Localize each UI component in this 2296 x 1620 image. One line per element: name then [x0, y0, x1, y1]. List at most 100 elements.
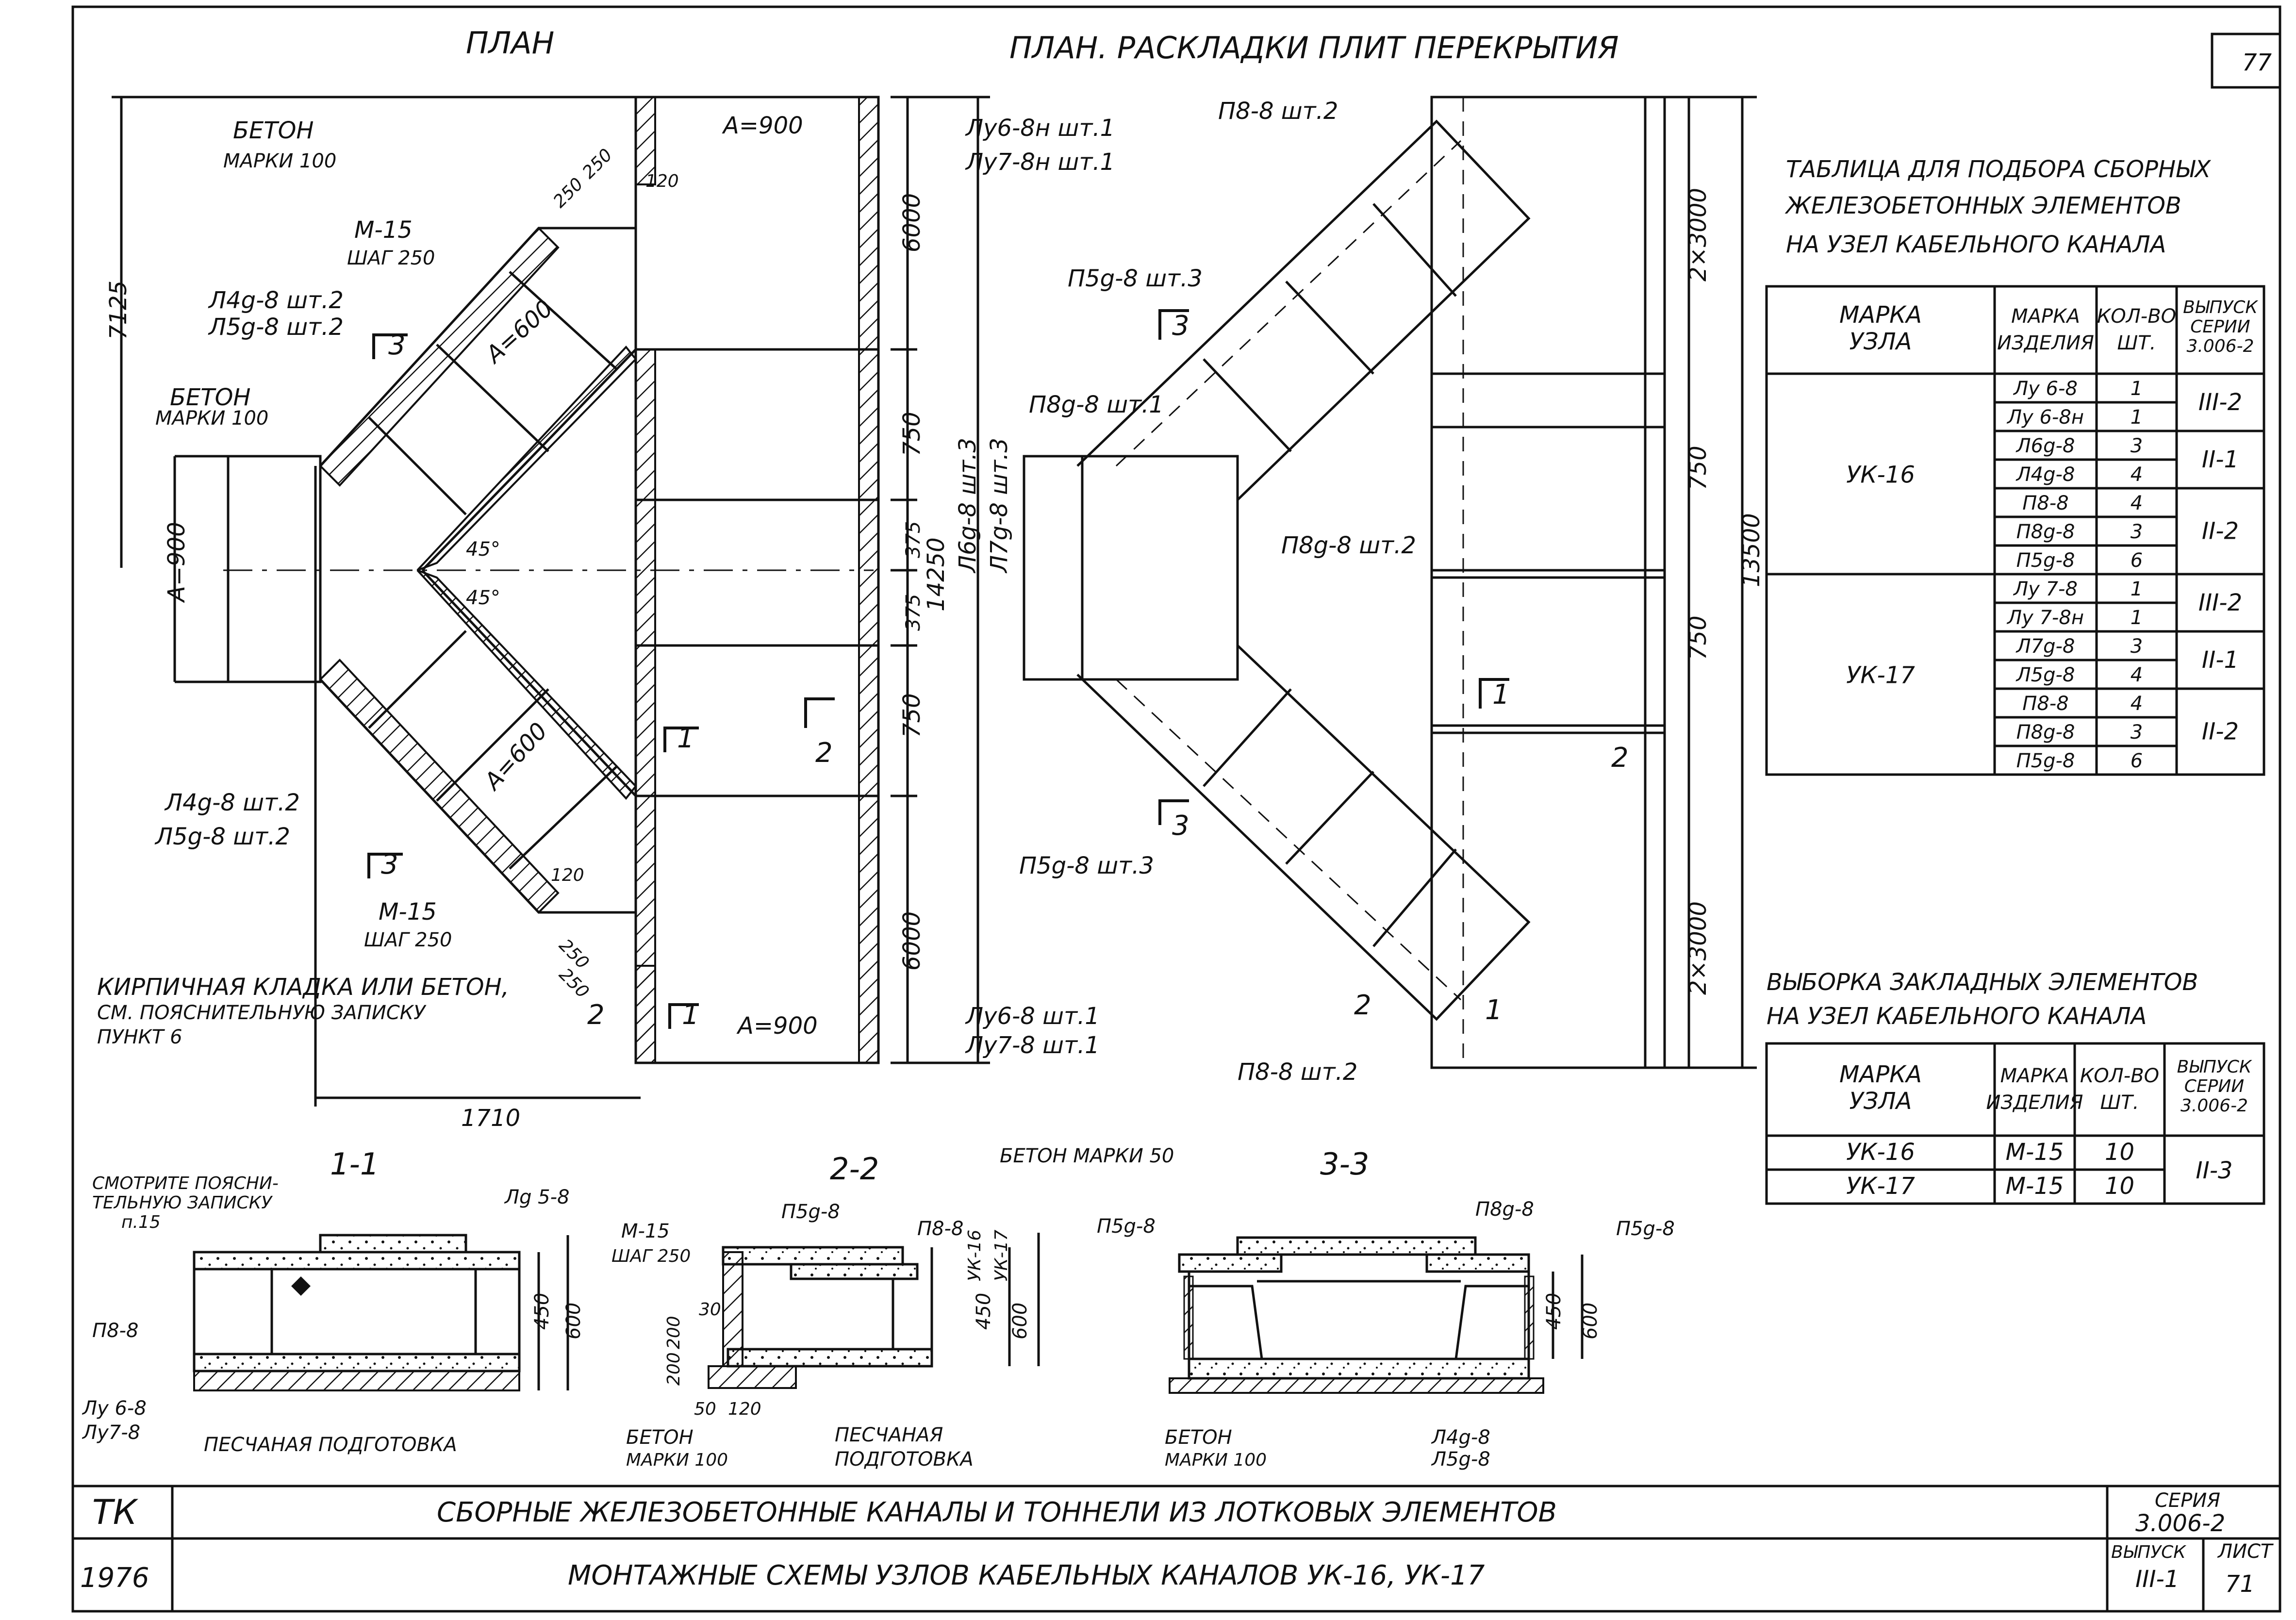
s33-l4: Л4g-8	[1431, 1426, 1490, 1449]
s22-d200-a: 200	[664, 1316, 684, 1349]
section-mark-3-bot: 3	[381, 849, 398, 880]
label-ly7-top: Лу7-8н шт.1	[965, 149, 1115, 176]
s11-ly7: Лу7-8	[82, 1422, 140, 1444]
table1-mark: Л4g-8	[2015, 463, 2075, 486]
table1-qty: 1	[2131, 406, 2143, 429]
label-beton-mid-mark: МАРКИ 100	[155, 407, 268, 430]
s22-sand-2: ПОДГОТОВКА	[835, 1448, 974, 1471]
table1-mark: П5g-8	[2016, 750, 2075, 772]
s11-d600: 600	[562, 1303, 585, 1339]
table1-mark: П8g-8	[2016, 521, 2075, 543]
dim-750-layout-b: 750	[1685, 615, 1712, 660]
table1-qty: 3	[2131, 721, 2143, 744]
label-p8g-top: П8g-8 шт.1	[1029, 391, 1164, 418]
section-mark-3: 3	[388, 330, 406, 361]
s22-p8: П8-8	[917, 1218, 963, 1240]
table1-qty: 4	[2131, 664, 2143, 686]
label-l5-top: Л5g-8 шт.2	[208, 314, 344, 341]
s22-m15: М-15	[621, 1220, 670, 1242]
table1-header-1-0: МАРКА	[2011, 305, 2080, 328]
table-elements: МАРКАУЗЛАМАРКАИЗДЕЛИЯКОЛ-ВОШТ.ВЫПУСКСЕРИ…	[1765, 285, 2265, 776]
label-ly7-bot: Лу7-8 шт.1	[965, 1032, 1100, 1059]
titleblock-series: 3.006-2	[2135, 1510, 2225, 1537]
table1-mark: Лу 7-8н	[2006, 607, 2084, 629]
dim-750-b: 750	[898, 693, 925, 738]
table1-header-1-1: ИЗДЕЛИЯ	[1997, 332, 2094, 354]
section-mark-1: 1	[677, 723, 694, 754]
table2-node: УК-17	[1846, 1173, 1915, 1200]
table1-mark: П8-8	[2022, 693, 2068, 715]
layout-mark-2: 2	[1611, 742, 1629, 774]
titleblock-tk: ТК	[92, 1492, 139, 1532]
table1-qty: 4	[2131, 492, 2143, 514]
label-beton-mid: БЕТОН	[170, 384, 250, 411]
table1-header-3-c: 3.006-2	[2187, 336, 2254, 356]
s11-slab: Лg 5-8	[504, 1186, 570, 1208]
s11-note-3: п.15	[121, 1212, 161, 1232]
layout-mark-3-bot: 3	[1172, 810, 1189, 842]
plan-view	[112, 96, 990, 1107]
section-2-2: М-15 ШАГ 250 П5g-8 П8-8 УК-16 УК-17 БЕТО…	[611, 1145, 1174, 1471]
label-p5-bot: П5g-8 шт.3	[1019, 852, 1154, 879]
label-d120-top: 120	[645, 171, 679, 191]
table2-mark: М-15	[2006, 1139, 2064, 1166]
label-m15-top: М-15	[354, 216, 413, 244]
layout-mark-1: 1	[1492, 679, 1510, 711]
s11-note-1: СМОТРИТЕ ПОЯСНИ-	[92, 1174, 279, 1193]
table2-header-1-0: МАРКА	[2000, 1065, 2069, 1087]
table1-header-2-0: КОЛ-ВО	[2097, 305, 2176, 328]
section-1-1: СМОТРИТЕ ПОЯСНИ- ТЕЛЬНУЮ ЗАПИСКУ п.15 Лg…	[82, 1146, 585, 1456]
label-l6-vert: Л6g-8 шт.3	[954, 438, 981, 574]
table1-mark: Л7g-8	[2015, 635, 2075, 658]
s11-ly6: Лу 6-8	[82, 1397, 147, 1420]
table1-issue: II-1	[2202, 446, 2239, 473]
label-p8-top: П8-8 шт.2	[1218, 98, 1338, 125]
label-angle-2: 45°	[466, 587, 500, 609]
sheet-number-box	[2211, 33, 2281, 89]
table2-header-3-1: СЕРИИ	[2184, 1076, 2244, 1096]
titleblock-year: 1976	[80, 1562, 149, 1594]
s22-yk16: УК-16	[965, 1230, 985, 1281]
layout-mark-3: 3	[1172, 310, 1189, 342]
table1-qty: 4	[2131, 463, 2143, 486]
s22-beton: БЕТОН	[626, 1426, 694, 1449]
table2-title-2: НА УЗЕЛ КАБЕЛЬНОГО КАНАЛА	[1767, 1003, 2147, 1030]
table2-header-0-0: МАРКА	[1839, 1061, 1922, 1088]
label-p5-top: П5g-8 шт.3	[1068, 265, 1203, 292]
table1-mark: П8g-8	[2016, 721, 2075, 744]
s33-d450: 450	[1543, 1293, 1565, 1330]
label-p8-bot: П8-8 шт.2	[1238, 1058, 1357, 1086]
s33-title: 3-3	[1320, 1146, 1369, 1182]
table2-qty: 10	[2105, 1173, 2134, 1200]
table2-issue: II-3	[2196, 1157, 2232, 1184]
s33-d600: 600	[1579, 1303, 1602, 1339]
table2-qty: 10	[2105, 1139, 2134, 1166]
label-m15-bot-step: ШАГ 250	[364, 929, 452, 951]
dim-14250: 14250	[923, 537, 950, 612]
table1-qty: 3	[2131, 635, 2143, 658]
s33-p8: П8g-8	[1475, 1198, 1534, 1221]
titleblock-line2: МОНТАЖНЫЕ СХЕМЫ УЗЛОВ КАБЕЛЬНЫХ КАНАЛОВ …	[568, 1560, 1485, 1591]
s33-p5-left: П5g-8	[1097, 1215, 1156, 1238]
titleblock-sheet-label: ЛИСТ	[2217, 1540, 2274, 1563]
dim-375-b: 375	[902, 594, 925, 631]
s22-d200-b: 200	[664, 1352, 684, 1386]
label-d250-b: 250	[578, 145, 616, 183]
table1-qty: 1	[2131, 607, 2143, 629]
label-brick-3: ПУНКТ 6	[97, 1026, 182, 1048]
label-l5-bot: Л5g-8 шт.2	[154, 823, 290, 850]
label-m15-bot: М-15	[379, 898, 437, 926]
label-ly6-top: Лу6-8н шт.1	[965, 115, 1115, 142]
label-l4-top: Л4g-8 шт.2	[208, 287, 344, 314]
table1-header-3-b: СЕРИИ	[2190, 317, 2250, 337]
table1-issue: II-2	[2202, 718, 2239, 745]
s22-d30: 30	[699, 1300, 721, 1320]
table1-qty: 6	[2131, 549, 2143, 572]
dim-750-layout-a: 750	[1685, 446, 1712, 490]
table1-qty: 4	[2131, 693, 2143, 715]
table1-mark: Лу 6-8н	[2006, 406, 2084, 429]
titleblock-series-label: СЕРИЯ	[2155, 1489, 2220, 1512]
table2-header-3-2: 3.006-2	[2180, 1096, 2248, 1116]
table1-qty: 6	[2131, 750, 2143, 772]
label-ly6-bot: Лу6-8 шт.1	[965, 1003, 1100, 1030]
